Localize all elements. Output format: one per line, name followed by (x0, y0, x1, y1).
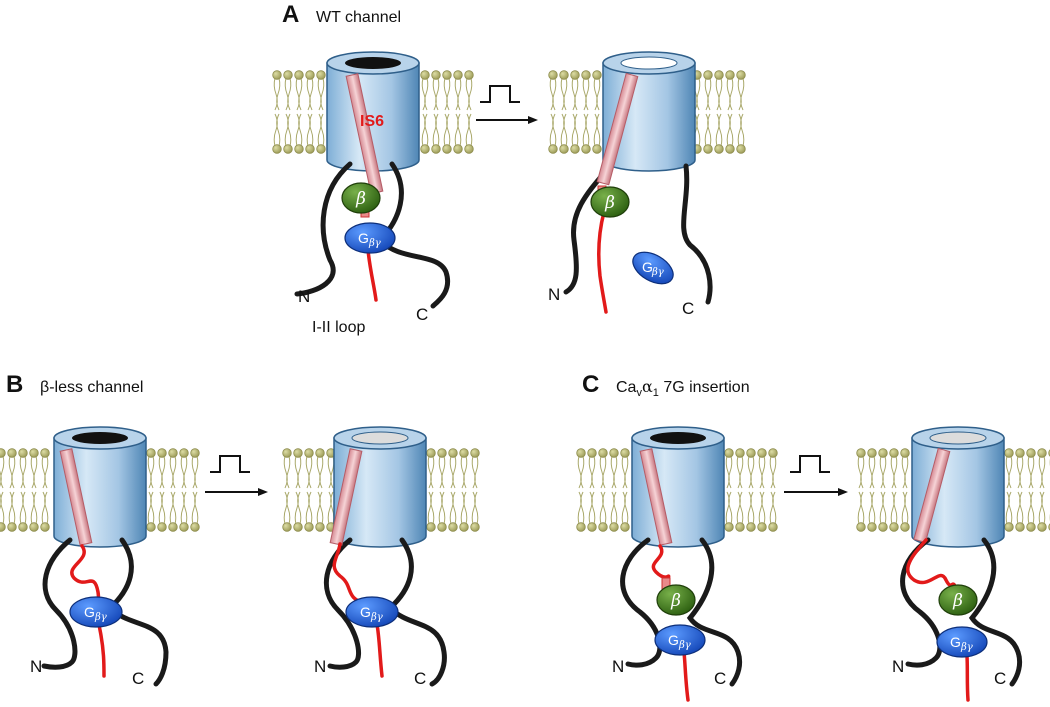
n-terminus-label: N (548, 285, 560, 304)
beta-label: β (952, 591, 963, 611)
wt-channel-open: β G βγ N C (548, 51, 746, 318)
wt-channel-closed: β G βγ IS6 N C I-II loop (272, 51, 474, 336)
g-label-main: G (642, 259, 653, 275)
g-label-sub: βγ (678, 640, 691, 651)
7g-channel-closed: β G βγ N C (576, 426, 778, 702)
panel-c-title: Cavα1 7G insertion (616, 377, 750, 399)
pore-closed (345, 57, 401, 69)
c-terminus-label: C (682, 299, 694, 318)
panel-a-letter: A (282, 1, 299, 28)
panel-c: C Cavα1 7G insertion β G βγ N C (576, 371, 1050, 702)
depolarization-step-b (205, 455, 268, 496)
membrane-right (420, 70, 474, 154)
panel-a-title: WT channel (316, 9, 401, 26)
c-terminus-label: C (416, 305, 428, 324)
panel-b-letter: B (6, 371, 23, 398)
g-label-main: G (360, 604, 371, 620)
beta-label: β (355, 189, 366, 209)
c-tail (376, 161, 450, 309)
n-terminus-label: N (298, 287, 310, 306)
c-terminus-label: C (414, 669, 426, 688)
depolarization-step-a (476, 85, 538, 124)
c-terminus-label: C (994, 669, 1006, 688)
g-label-sub: βγ (368, 238, 381, 249)
n-terminus-label: N (612, 657, 624, 676)
panel-b: B β-less channel G βγ N C (0, 371, 480, 688)
7g-channel-open: β G βγ N C (856, 426, 1050, 702)
n-tail (294, 161, 353, 297)
g-label-main: G (84, 604, 95, 620)
beta-label: β (604, 193, 615, 213)
panel-a: A WT channel β (272, 1, 746, 336)
n-terminus-label: N (314, 657, 326, 676)
g-label-sub: βγ (94, 612, 107, 623)
n-terminus-label: N (30, 657, 42, 676)
g-beta-gamma: G βγ (344, 222, 396, 254)
beta-less-channel-open: G βγ N C (282, 426, 480, 688)
beta-label: β (670, 591, 681, 611)
g-label-main: G (358, 230, 369, 246)
g-label-sub: βγ (960, 642, 973, 653)
g-label-sub: βγ (651, 267, 664, 278)
n-terminus-label: N (892, 657, 904, 676)
beta-less-channel-closed: G βγ N C (0, 426, 200, 688)
c-terminus-label: C (132, 669, 144, 688)
g-label-main: G (950, 634, 961, 650)
i-ii-loop-linker (366, 248, 378, 302)
c-terminus-label: C (714, 669, 726, 688)
membrane-left (272, 70, 326, 154)
panel-b-title: β-less channel (40, 379, 143, 396)
is6-label: IS6 (360, 113, 384, 130)
g-label-sub: βγ (370, 612, 383, 623)
g-label-main: G (668, 632, 679, 648)
depolarization-step-c (784, 455, 848, 496)
i-ii-loop-label: I-II loop (312, 319, 365, 336)
panel-c-letter: C (582, 371, 599, 398)
pore-open (620, 56, 678, 70)
beta-subunit: β (341, 182, 381, 214)
